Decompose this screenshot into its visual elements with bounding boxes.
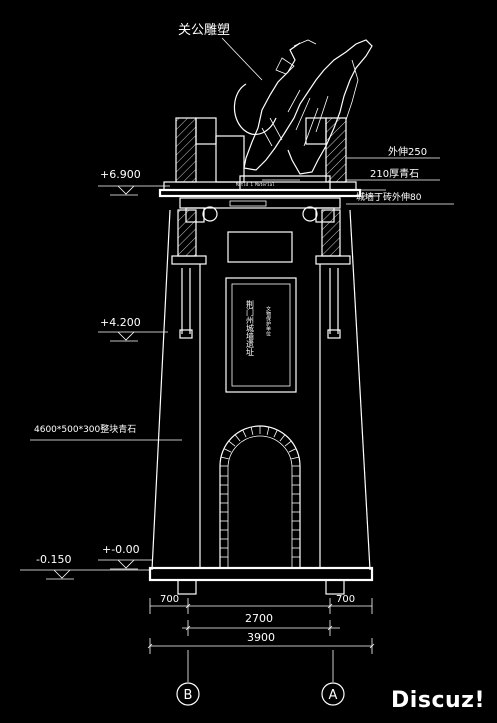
dimension-row-1: 700 700 bbox=[149, 594, 373, 614]
statue-leader bbox=[221, 37, 263, 81]
arched-gate bbox=[219, 425, 301, 568]
elevation-mid-label: +4.200 bbox=[100, 316, 141, 329]
inscription-plaque: 荆门州城墙遗址 文物保护单位 bbox=[225, 277, 297, 393]
tower-body bbox=[151, 209, 371, 571]
axis-a-label: A bbox=[329, 688, 338, 703]
axis-b-label: B bbox=[184, 688, 193, 703]
plaque-main-text: 荆门州城墙遗址 bbox=[246, 299, 255, 356]
dim-total: 3900 bbox=[247, 631, 275, 644]
stone-thickness-label: 210厚青石 bbox=[370, 167, 419, 180]
dim-left-700: 700 bbox=[160, 594, 179, 605]
brick-extension-label: 城墙丁砖外伸80 bbox=[356, 191, 422, 203]
wall-extension-label: 外伸250 bbox=[388, 146, 427, 158]
axis-a: A bbox=[321, 650, 345, 706]
plaque-side-text: 文物保护单位 bbox=[265, 305, 271, 336]
parapet-left bbox=[175, 117, 245, 183]
statue-label: 关公雕塑 bbox=[178, 23, 230, 38]
elevation-base: -0.150 bbox=[20, 553, 150, 580]
watermark-logo: Discuz! bbox=[391, 688, 485, 713]
elevation-ground: +-0.00 bbox=[98, 543, 152, 570]
elevation-top-label: +6.900 bbox=[100, 168, 141, 181]
stone-block-callout: 4600*500*300整块青石 bbox=[30, 423, 182, 441]
dim-right-700: 700 bbox=[336, 594, 355, 605]
tower-base bbox=[148, 566, 374, 595]
small-material-label: Matld 1 Material bbox=[236, 182, 275, 187]
elevation-mid: +4.200 bbox=[98, 316, 168, 342]
elevation-ground-label: +-0.00 bbox=[102, 543, 140, 556]
elevation-top: +6.900 bbox=[98, 168, 170, 196]
statue-figure bbox=[233, 39, 373, 191]
dim-inner: 2700 bbox=[245, 612, 273, 625]
elevation-base-label: -0.150 bbox=[36, 553, 71, 566]
right-annotations: 外伸250 210厚青石 城墙丁砖外伸80 bbox=[346, 146, 454, 205]
dimension-row-3: 3900 bbox=[147, 631, 375, 654]
dimension-row-2: 2700 bbox=[182, 612, 340, 636]
stone-block-label: 4600*500*300整块青石 bbox=[34, 423, 136, 435]
axis-b: B bbox=[176, 650, 200, 706]
